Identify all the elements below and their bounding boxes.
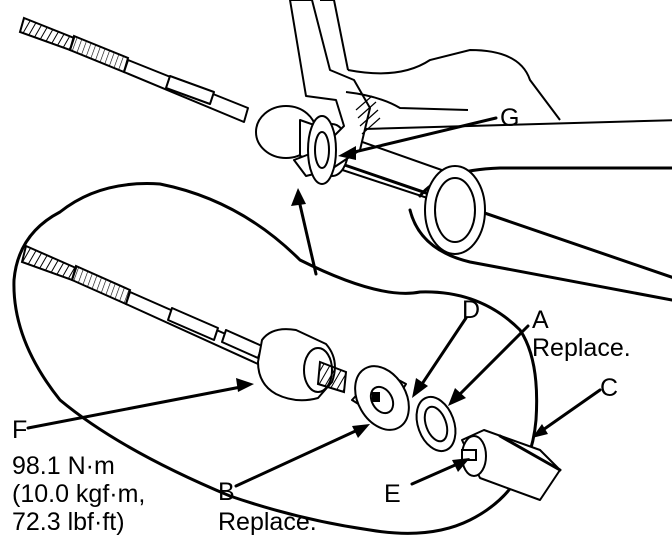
torque-nm: 98.1 N·m <box>12 452 115 480</box>
callout-leaders <box>26 116 602 488</box>
exploded-tie-rod <box>20 244 562 501</box>
installed-tie-rod-assembly <box>18 0 672 302</box>
torque-lbf: 72.3 lbf·ft) <box>12 508 125 536</box>
detail-outline <box>12 182 539 535</box>
callout-b-note: Replace. <box>218 508 317 536</box>
callout-b-label: B <box>218 478 235 506</box>
callout-f-label: F <box>12 416 28 444</box>
callout-a-label: A <box>532 306 549 334</box>
callout-e-label: E <box>384 480 401 508</box>
callout-g-label: G <box>500 104 520 132</box>
callout-c-label: C <box>600 374 619 402</box>
callout-a-note: Replace. <box>532 334 631 362</box>
callout-d-label: D <box>462 296 481 324</box>
torque-kgf: (10.0 kgf·m, <box>12 480 146 508</box>
